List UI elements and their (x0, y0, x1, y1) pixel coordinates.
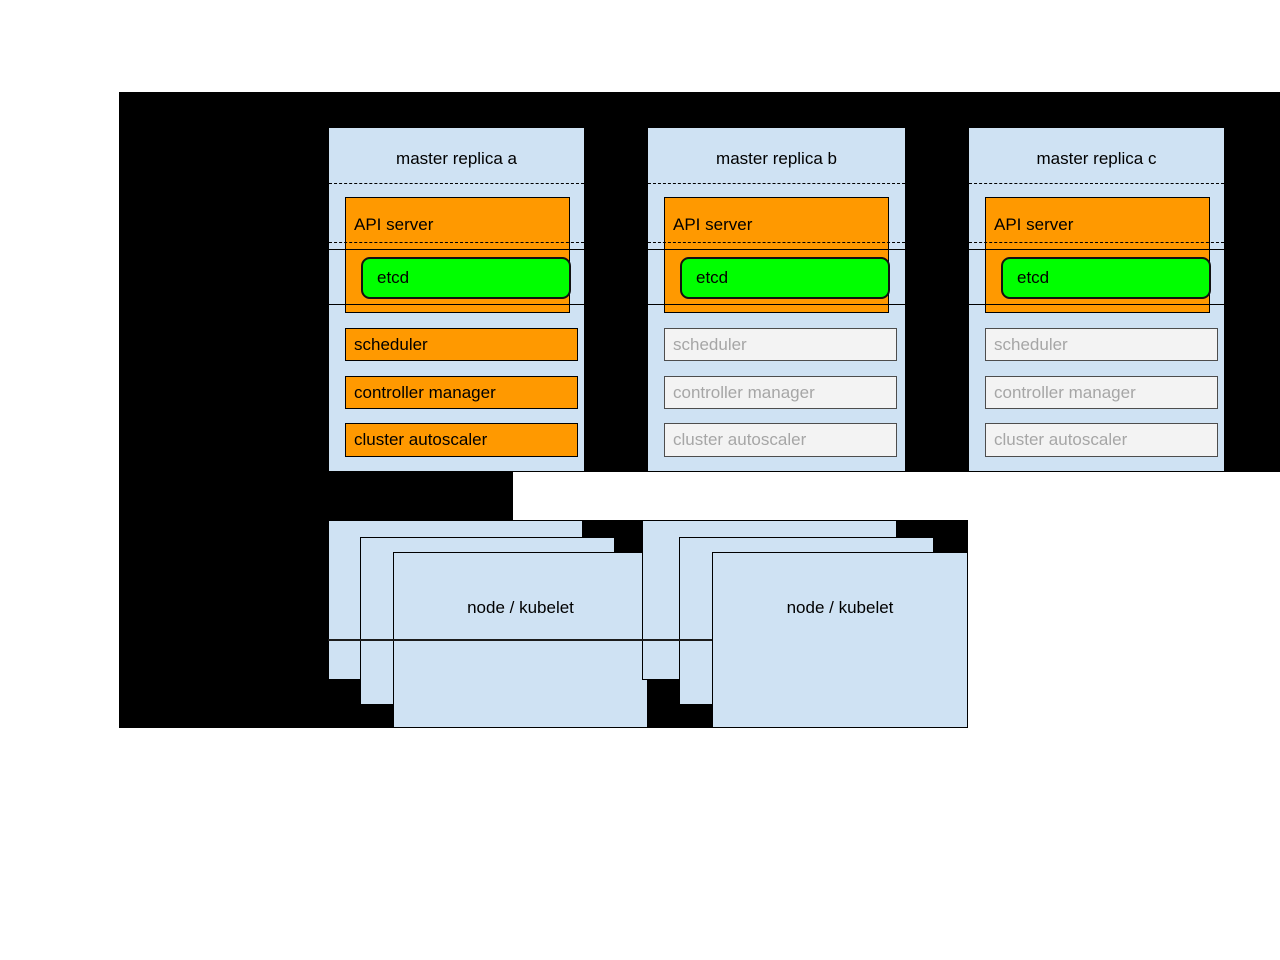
title-divider-dashed-line (329, 183, 584, 184)
node-kubelet-label: node / kubelet (786, 598, 894, 617)
api-divider-dashed-line (969, 242, 1224, 243)
scheduler-box: scheduler (985, 328, 1218, 361)
panel-title: master replica c (1036, 149, 1157, 168)
node-kubelet-label: node / kubelet (467, 598, 574, 617)
node-stack-2-front-box: node / kubelet (712, 552, 968, 728)
etcd-label: etcd (1017, 268, 1050, 287)
controller-manager-box: controller manager (345, 376, 578, 409)
scheduler-box: scheduler (345, 328, 578, 361)
etcd-band-top-line (329, 249, 584, 250)
title-divider-dashed-line (648, 183, 905, 184)
node-divider-line (328, 639, 712, 641)
api-server-label: API server (673, 215, 753, 234)
backdrop-notch (119, 472, 513, 520)
cluster-autoscaler-box: cluster autoscaler (985, 423, 1218, 457)
master-replica-a-panel: master replica a API server etcd schedul… (329, 128, 584, 471)
api-divider-dashed-line (329, 242, 584, 243)
controller-manager-box: controller manager (985, 376, 1218, 409)
api-server-label: API server (354, 215, 434, 234)
etcd-box: etcd (680, 257, 890, 299)
controller-manager-box: controller manager (664, 376, 897, 409)
etcd-label: etcd (696, 268, 729, 287)
etcd-box: etcd (1001, 257, 1211, 299)
etcd-box: etcd (361, 257, 571, 299)
panel-title: master replica b (716, 149, 837, 168)
api-server-label: API server (994, 215, 1074, 234)
cluster-autoscaler-box: cluster autoscaler (664, 423, 897, 457)
api-divider-dashed-line (648, 242, 905, 243)
etcd-band-bottom-line (969, 304, 1224, 305)
etcd-band-bottom-line (329, 304, 584, 305)
etcd-band-top-line (648, 249, 905, 250)
etcd-band-bottom-line (648, 304, 905, 305)
master-replica-b-panel: master replica b API server etcd schedul… (648, 128, 905, 471)
title-divider-dashed-line (969, 183, 1224, 184)
cluster-autoscaler-box: cluster autoscaler (345, 423, 578, 457)
panel-title: master replica a (396, 149, 517, 168)
etcd-label: etcd (377, 268, 410, 287)
etcd-band-top-line (969, 249, 1224, 250)
master-replica-c-panel: master replica c API server etcd schedul… (969, 128, 1224, 471)
scheduler-box: scheduler (664, 328, 897, 361)
